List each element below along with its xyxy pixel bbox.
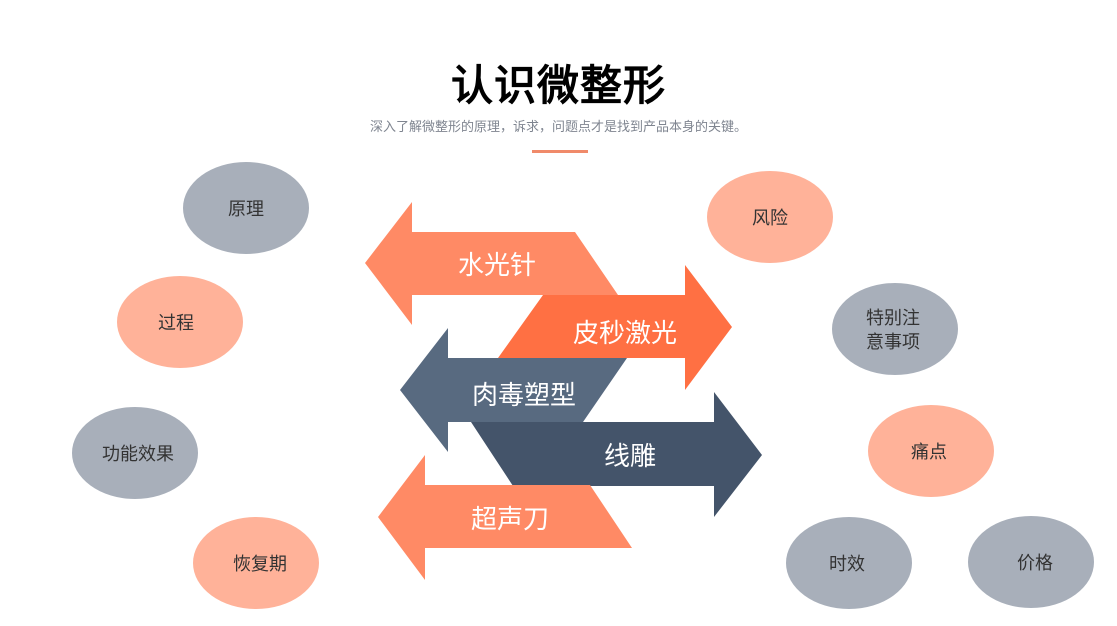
arrow-chaoshengdao: 超声刀 bbox=[378, 455, 632, 580]
arrow-label: 皮秒激光 bbox=[573, 319, 677, 349]
svg-text:恢复期: 恢复期 bbox=[233, 554, 287, 575]
arrow-roudusuxing: 肉毒塑型 bbox=[400, 328, 627, 452]
arrow-label: 水光针 bbox=[458, 251, 536, 281]
svg-text:风险: 风险 bbox=[752, 208, 788, 229]
svg-text:痛点: 痛点 bbox=[911, 442, 947, 463]
arrow-label: 超声刀 bbox=[471, 505, 549, 535]
bubble-guocheng: 过程 bbox=[117, 276, 243, 368]
arrow-label: 肉毒塑型 bbox=[472, 381, 576, 411]
svg-text:原理: 原理 bbox=[228, 199, 264, 220]
bubble-shixiao: 时效 bbox=[786, 517, 912, 609]
title-divider bbox=[532, 150, 588, 153]
arrow-shuiguangzhen: 水光针 bbox=[365, 202, 618, 325]
page-subtitle: 深入了解微整形的原理，诉求，问题点才是找到产品本身的关键。 bbox=[369, 120, 747, 135]
svg-text:价格: 价格 bbox=[1017, 553, 1053, 574]
bubble-gongnengxiaoguo: 功能效果 bbox=[72, 407, 198, 499]
svg-text:时效: 时效 bbox=[829, 554, 865, 575]
svg-text:意事项: 意事项 bbox=[866, 332, 920, 353]
svg-text:特别注: 特别注 bbox=[866, 308, 920, 329]
page-title: 认识微整形 bbox=[450, 61, 666, 110]
arrow-picojiguang: 皮秒激光 bbox=[498, 265, 732, 390]
bubble-yuanli: 原理 bbox=[183, 162, 309, 254]
arrow-label: 线雕 bbox=[604, 442, 656, 472]
svg-text:过程: 过程 bbox=[158, 313, 194, 334]
svg-text:功能效果: 功能效果 bbox=[102, 444, 174, 465]
bubble-tongdian: 痛点 bbox=[868, 405, 994, 497]
bubble-huifuqi: 恢复期 bbox=[193, 517, 319, 609]
bubble-fengxian: 风险 bbox=[707, 171, 833, 263]
bubble-jiage: 价格 bbox=[968, 516, 1094, 608]
bubble-tebiezhuyishixiang: 特别注 意事项 bbox=[832, 283, 958, 375]
